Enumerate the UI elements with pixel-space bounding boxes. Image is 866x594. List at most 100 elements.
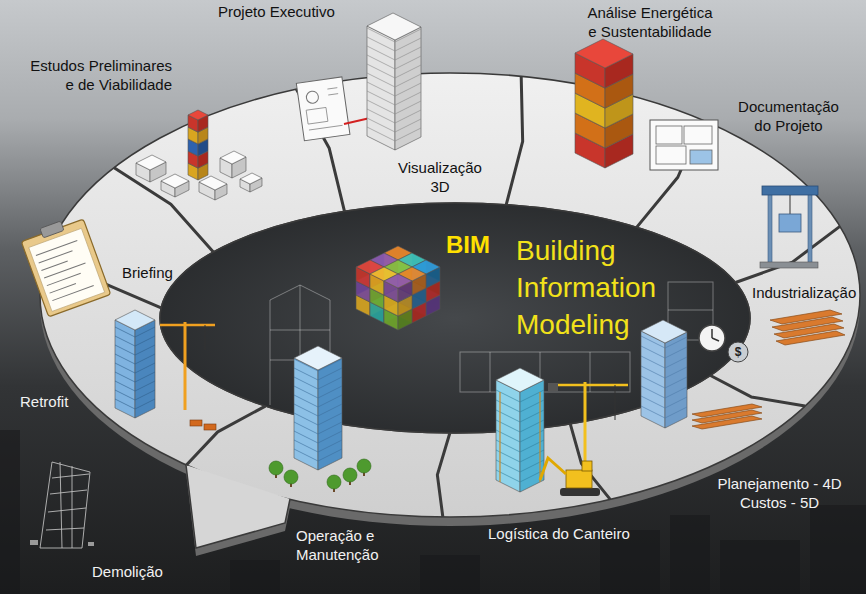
shape-face <box>776 331 845 345</box>
drawn-line <box>115 372 135 382</box>
drawn-line <box>641 336 665 348</box>
briefing-clipboard-icon <box>19 213 110 316</box>
drawn-line <box>539 392 540 482</box>
drawn-line <box>548 384 628 387</box>
drawn-rect <box>656 126 682 144</box>
shape-face <box>318 358 342 470</box>
shape-face <box>575 39 633 68</box>
drawn-line <box>294 404 318 416</box>
shape-face <box>220 151 246 164</box>
stage-label: Análise Energética e Sustentabilidade <box>584 3 716 41</box>
drawn-line <box>135 336 155 346</box>
shape-face <box>665 332 687 428</box>
drawn-line <box>294 359 318 371</box>
segment-divider <box>437 433 450 517</box>
drawn-line <box>328 94 338 95</box>
drawn-line <box>367 100 395 114</box>
drawn-line <box>367 118 395 132</box>
drawn-line <box>790 195 791 214</box>
planning-cost-icon <box>641 320 762 429</box>
executive-design-icon <box>296 13 421 150</box>
drawn-rect <box>684 126 712 144</box>
drawn-rect <box>808 192 812 264</box>
shape-face <box>641 331 665 428</box>
shape-face <box>188 110 208 120</box>
retrofit-icon <box>115 310 216 430</box>
energy-analysis-icon <box>575 39 633 168</box>
logo-cube <box>384 274 412 302</box>
drawn-line <box>665 377 687 388</box>
drawn-line <box>318 404 342 416</box>
drawn-rect <box>566 470 592 488</box>
shape-face <box>115 320 135 418</box>
massing-study-icon <box>136 110 262 200</box>
ring-tail <box>186 465 290 548</box>
drawn-line <box>115 390 135 400</box>
shape-face <box>294 358 318 470</box>
drawn-line <box>641 366 665 378</box>
drawn-line <box>327 88 337 89</box>
drawn-line <box>135 327 155 337</box>
drawn-rect <box>21 219 110 317</box>
drawn-line <box>115 354 135 364</box>
drawn-line <box>318 422 342 434</box>
wireframe-line <box>50 490 87 494</box>
drawn-circle <box>327 475 341 489</box>
drawn-line <box>135 381 155 391</box>
segment-divider <box>710 376 805 407</box>
drawn-line <box>367 64 395 78</box>
drawn-line <box>309 125 343 130</box>
drawn-line <box>641 396 665 408</box>
drawn-line <box>318 359 342 371</box>
stage-label: Projeto Executivo <box>218 2 335 21</box>
drawn-line <box>36 240 77 255</box>
shape-face <box>395 27 421 150</box>
drawn-line <box>294 440 318 452</box>
drawn-line <box>584 382 587 470</box>
drawn-line <box>318 431 342 443</box>
drawn-line <box>367 82 395 96</box>
drawn-line <box>367 73 395 87</box>
drawn-rect <box>762 186 818 195</box>
drawn-rect <box>29 228 105 311</box>
wireframe-line <box>52 474 89 478</box>
drawn-line <box>135 390 155 400</box>
drawn-line <box>294 386 318 398</box>
drawn-line <box>205 325 206 350</box>
drawn-circle <box>699 325 725 351</box>
drawn-line <box>318 413 342 425</box>
drawn-line <box>615 385 616 420</box>
lifecycle-ring <box>40 73 860 517</box>
stage-label: Estudos Preliminares e de Viabilidade <box>24 56 172 94</box>
shape-face <box>240 173 262 184</box>
drawn-line <box>367 55 395 69</box>
stage-label: Retrofit <box>20 392 68 411</box>
segment-divider <box>506 76 522 204</box>
drawn-line <box>665 407 687 418</box>
drawn-line <box>294 377 318 389</box>
bim-cube-logo <box>356 246 440 330</box>
drawn-rect <box>548 383 558 391</box>
drawn-line <box>50 284 76 294</box>
drawing-sheet <box>296 77 350 141</box>
drawn-line <box>135 363 155 373</box>
drawn-line <box>115 381 135 391</box>
drawn-rect <box>306 107 328 124</box>
drawn-rect <box>760 262 818 268</box>
drawn-circle <box>306 90 320 104</box>
demolition-icon <box>30 462 94 548</box>
drawn-line <box>641 376 665 388</box>
drawn-rect <box>560 488 600 496</box>
drawn-line <box>665 347 687 358</box>
excavator-arm <box>540 458 566 480</box>
stage-label: Demolição <box>92 562 163 581</box>
drawn-line <box>184 322 187 410</box>
shape-face <box>384 274 412 288</box>
drawn-line <box>711 329 713 338</box>
drawn-rect <box>656 146 686 164</box>
drawn-line <box>115 399 135 409</box>
segment-divider <box>186 406 265 465</box>
stage-icons <box>19 13 845 548</box>
logo-title: Building Information Modeling <box>516 232 656 343</box>
